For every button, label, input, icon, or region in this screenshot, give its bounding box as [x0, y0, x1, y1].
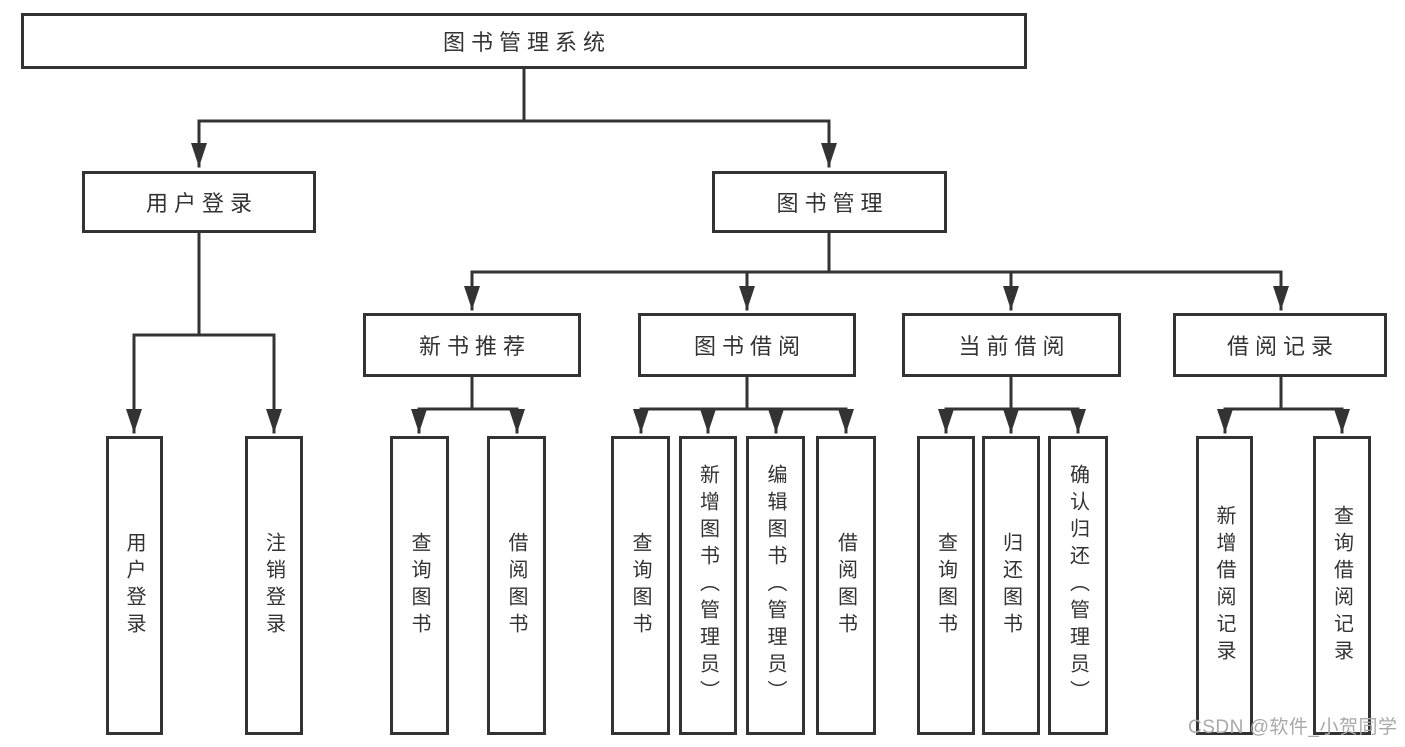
leaf-borrow-books-recommend-label: 借阅图书	[505, 531, 527, 640]
leaf-user-login-label: 用户登录	[123, 531, 145, 640]
leaf-query-books-recommend-label: 查询图书	[408, 531, 430, 640]
node-root: 图书管理系统	[21, 13, 1027, 69]
node-user-login-label: 用户登录	[145, 191, 258, 216]
leaf-query-books-recommend: 查询图书	[390, 436, 449, 735]
leaf-query-books-borrowing: 查询图书	[611, 436, 670, 735]
leaf-query-books-current: 查询图书	[917, 436, 975, 735]
leaf-logout-label: 注销登录	[262, 531, 285, 640]
leaf-confirm-return-admin: 确认归还（管理员）	[1048, 436, 1108, 735]
leaf-user-login: 用户登录	[106, 436, 163, 735]
node-current-borrowing: 当前借阅	[902, 313, 1121, 377]
leaf-borrow-books-recommend: 借阅图书	[487, 436, 546, 735]
node-current-borrowing-label: 当前借阅	[958, 334, 1071, 359]
node-user-login: 用户登录	[82, 171, 316, 233]
leaf-query-borrow-record: 查询借阅记录	[1313, 436, 1371, 735]
csdn-watermark: CSDN @软件_小贺同学	[1188, 717, 1398, 738]
leaf-add-books-admin-label: 新增图书（管理员）	[696, 464, 719, 707]
node-book-management-label: 图书管理	[776, 191, 889, 216]
leaf-query-borrow-record-label: 查询借阅记录	[1330, 504, 1353, 667]
node-root-label: 图书管理系统	[442, 30, 611, 55]
leaf-add-borrow-record: 新增借阅记录	[1196, 436, 1253, 735]
node-book-borrowing: 图书借阅	[638, 313, 856, 377]
leaf-query-books-borrowing-label: 查询图书	[629, 531, 651, 640]
node-book-borrowing-label: 图书借阅	[693, 334, 806, 359]
leaf-logout: 注销登录	[245, 436, 303, 735]
leaf-borrow-books-borrowing-label: 借阅图书	[834, 531, 857, 640]
leaf-edit-books-admin-label: 编辑图书（管理员）	[764, 464, 786, 707]
leaf-add-books-admin: 新增图书（管理员）	[679, 436, 737, 735]
node-borrowing-records-label: 借阅记录	[1226, 334, 1339, 359]
leaf-return-books-label: 归还图书	[999, 531, 1022, 640]
leaf-query-books-current-label: 查询图书	[934, 531, 957, 640]
leaf-borrow-books-borrowing: 借阅图书	[816, 436, 876, 735]
leaf-add-borrow-record-label: 新增借阅记录	[1213, 504, 1235, 667]
node-book-management: 图书管理	[712, 171, 947, 233]
leaf-return-books: 归还图书	[982, 436, 1040, 735]
leaf-edit-books-admin: 编辑图书（管理员）	[746, 436, 805, 735]
leaf-confirm-return-admin-label: 确认归还（管理员）	[1066, 464, 1089, 707]
node-borrowing-records: 借阅记录	[1173, 313, 1387, 377]
node-new-book-recommend: 新书推荐	[363, 313, 581, 377]
node-new-book-recommend-label: 新书推荐	[418, 334, 531, 359]
